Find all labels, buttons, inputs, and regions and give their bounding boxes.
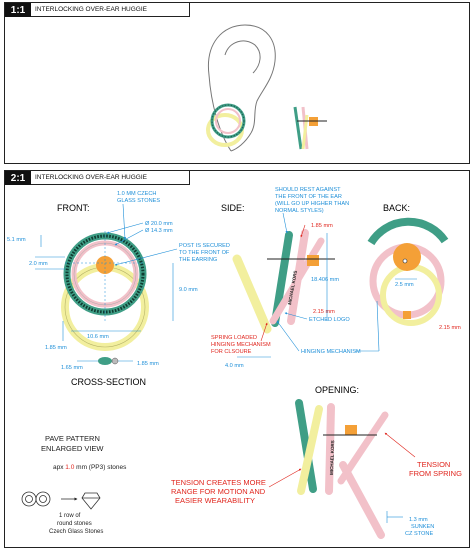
scale-badge: 2:1 — [5, 171, 31, 185]
opening-view-label: OPENING: — [315, 385, 359, 395]
front-view-label: FRONT: — [57, 203, 90, 213]
etched-logo-note: ETCHED LOGO — [309, 317, 350, 323]
pave-title-1: PAVE PATTERN — [45, 434, 100, 443]
panel-header: 2:1 INTERLOCKING OVER-EAR HUGGIE — [5, 171, 190, 185]
opening-logo: MICHAEL KORS — [329, 440, 335, 475]
panel-title: INTERLOCKING OVER-EAR HUGGIE — [31, 171, 190, 185]
front-view-drawing — [61, 231, 149, 351]
dim-1-85-cross: 1.85 mm — [137, 361, 159, 367]
dim-10-6: 10.6 mm — [87, 334, 109, 340]
post-note-1: POST IS SECURED — [179, 243, 230, 249]
huggie-side-1to1 — [293, 106, 327, 150]
rest-note-1: SHOULD REST AGAINST — [275, 187, 341, 193]
dim-outer-diameter: Ø 20.0 mm — [145, 221, 173, 227]
dim-2-0: 2.0 mm — [29, 261, 48, 267]
sunken-2: SUNKEN — [411, 524, 434, 530]
row-note-3: Czech Glass Stones — [49, 529, 103, 535]
spring-note-3: FOR CLSOURE — [211, 349, 252, 355]
dim-1-85: 1.85 mm — [45, 345, 67, 351]
sunken-1: 1.3 mm — [409, 517, 428, 523]
spring-note-2: HINGING MECHANISM — [211, 342, 271, 348]
dim-4-0: 4.0 mm — [225, 363, 244, 369]
post-note-2: TO THE FRONT OF — [179, 250, 230, 256]
side-view-drawing: MICHAEL KORS — [232, 229, 335, 334]
post-note-3: THE EARRING — [179, 257, 217, 263]
side-view-label: SIDE: — [221, 203, 245, 213]
scale-badge: 1:1 — [5, 3, 31, 17]
panel-title: INTERLOCKING OVER-EAR HUGGIE — [31, 3, 190, 17]
dim-5-1: 5.1 mm — [7, 237, 26, 243]
rest-note-3: (WILL GO UP HIGHER THAN — [275, 201, 349, 207]
opening-view-drawing: MICHAEL KORS — [295, 399, 389, 539]
panel-scale-2-1: 2:1 INTERLOCKING OVER-EAR HUGGIE FRONT: … — [4, 170, 470, 548]
sunken-3: CZ STONE — [405, 531, 433, 537]
side-logo: MICHAEL KORS — [287, 270, 298, 305]
tension-spring-2: FROM SPRING — [409, 469, 462, 478]
cross-section-label: CROSS-SECTION — [71, 377, 146, 387]
dim-1-85-side: 1.85 mm — [311, 223, 333, 229]
huggie-front-1to1 — [206, 103, 246, 147]
pave-title-2: ENLARGED VIEW — [41, 444, 104, 453]
back-view-drawing — [367, 217, 449, 326]
cross-section-drawing — [98, 357, 119, 365]
tension-spring-1: TENSION — [417, 460, 450, 469]
dim-2-15-side: 2.15 mm — [313, 309, 335, 315]
dim-inner-diameter: Ø 14.3 mm — [145, 228, 173, 234]
pave-stones-drawing — [21, 491, 101, 510]
row-note-1: 1 row of — [59, 513, 81, 519]
back-view-label: BACK: — [383, 203, 410, 213]
czech-stones-note-1: 1.0 MM CZECH — [117, 191, 156, 197]
tension-more-1: TENSION CREATES MORE — [171, 478, 266, 487]
dim-1-65: 1.65 mm — [61, 365, 83, 371]
row-note-2: round stones — [57, 521, 92, 527]
dim-2-5-back: 2.5 mm — [395, 282, 414, 288]
dim-18-406: 18.406 mm — [311, 277, 339, 283]
rest-note-2: THE FRONT OF THE EAR — [275, 194, 342, 200]
panel2-drawing: FRONT: SIDE: BACK: 1.0 MM CZECH GLASS ST… — [7, 187, 462, 539]
hinging-note: HINGING MECHANISM — [301, 349, 361, 355]
panel1-drawing — [206, 24, 327, 152]
czech-stones-note-2: GLASS STONES — [117, 198, 160, 204]
dim-2-15-back: 2.15 mm — [439, 325, 461, 331]
pave-stones-note: apx 1.0 mm (PP3) stones — [53, 464, 127, 471]
panel-scale-1-1: 1:1 INTERLOCKING OVER-EAR HUGGIE — [4, 2, 470, 164]
tension-more-3: EASIER WEARABILITY — [175, 496, 255, 505]
panel-header: 1:1 INTERLOCKING OVER-EAR HUGGIE — [5, 3, 190, 17]
spring-note-1: SPRING LOADED — [211, 335, 257, 341]
dim-9-0: 9.0 mm — [179, 287, 198, 293]
tension-more-2: RANGE FOR MOTION AND — [171, 487, 266, 496]
ear-sketch — [207, 24, 276, 152]
rest-note-4: NORMAL STYLES) — [275, 208, 324, 214]
